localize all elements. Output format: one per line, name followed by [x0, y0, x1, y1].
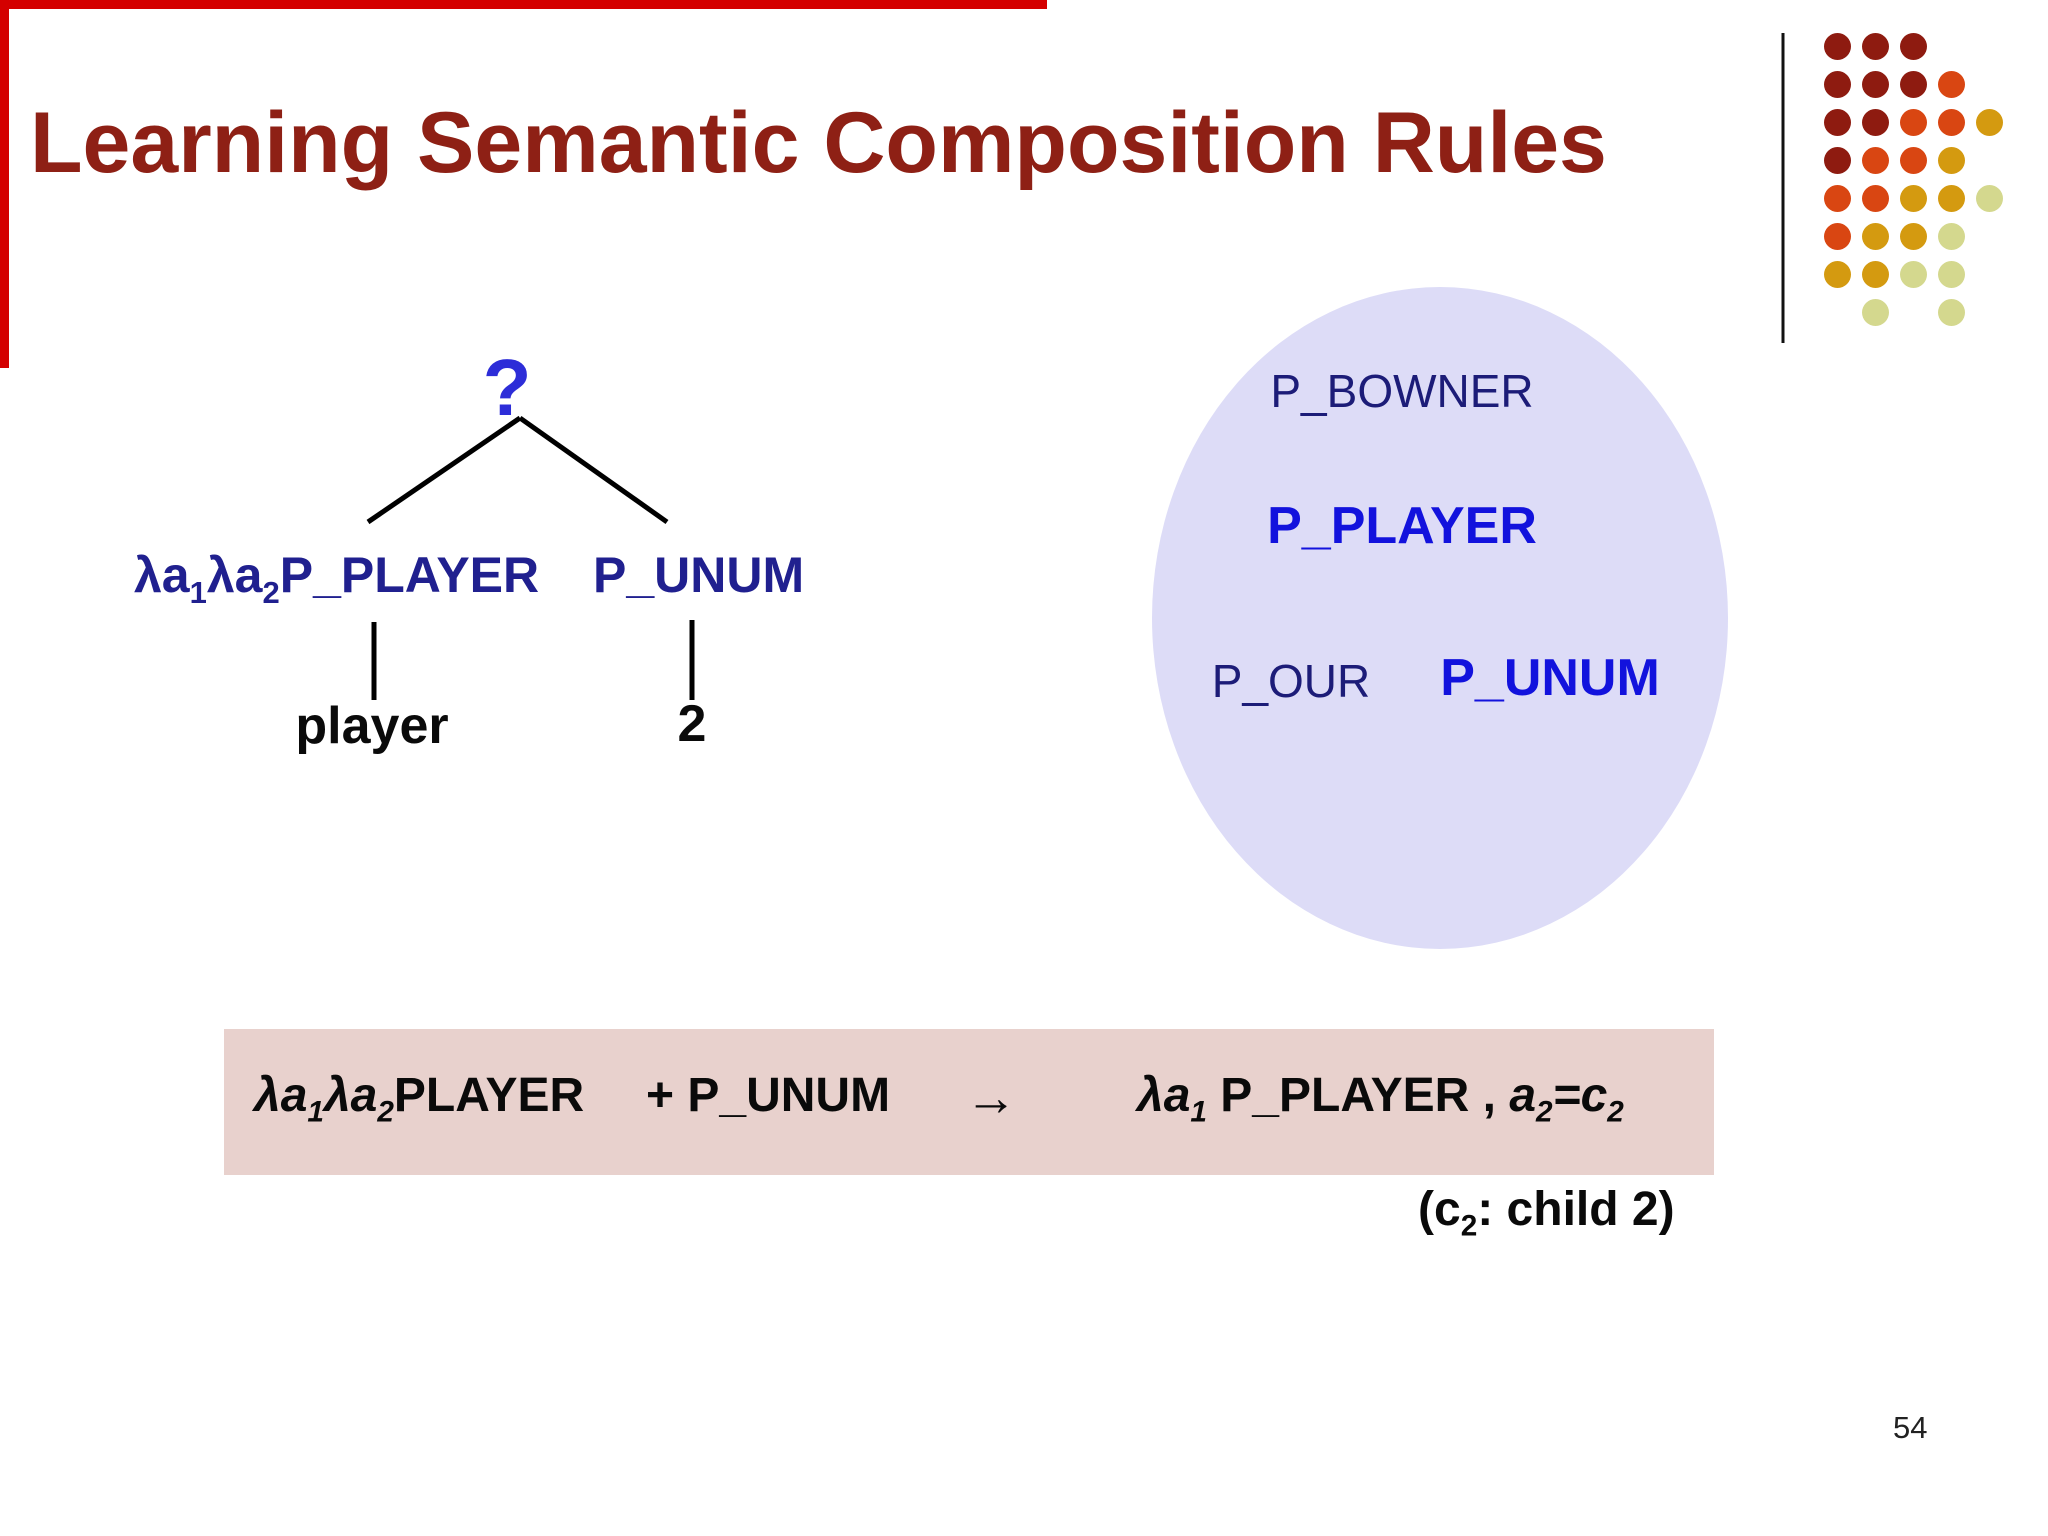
lambda-text: λa: [1137, 1069, 1191, 1122]
lambda-sub: 1: [307, 1095, 324, 1129]
decorative-dot: [1862, 33, 1889, 60]
rule-rhs: λa1 P_PLAYER , a2=c2: [1137, 1069, 1624, 1127]
right-tree-root-pbowner: P_BOWNER: [1270, 365, 1534, 417]
footnote-sub: 2: [1460, 1209, 1478, 1243]
decorative-dot: [1900, 147, 1927, 174]
child-sub: 2: [1607, 1095, 1624, 1129]
decorative-dot: [1900, 261, 1927, 288]
arrow-icon: →: [965, 1069, 1017, 1127]
page-title: Learning Semantic Composition Rules: [30, 95, 1607, 191]
decorative-dot: [1862, 71, 1889, 98]
decorative-dot: [1824, 147, 1851, 174]
page-number: 54: [1893, 1410, 1928, 1445]
plus-sign: +: [646, 1069, 675, 1122]
decorative-dot: [1976, 109, 2003, 136]
decorative-dot: [1938, 71, 1965, 98]
decorative-dot: [1824, 109, 1851, 136]
decorative-dot: [1862, 147, 1889, 174]
decorative-dot: [1862, 223, 1889, 250]
decorative-dot: [1824, 223, 1851, 250]
predicate-text: P_PLAYER: [1220, 1069, 1470, 1122]
decorative-dot: [1862, 261, 1889, 288]
footnote-text: : child 2): [1477, 1183, 1675, 1236]
lambda-sub: 2: [262, 575, 280, 610]
decorative-dot: [1900, 109, 1927, 136]
decorative-dot: [1938, 109, 1965, 136]
arg-text: a: [1509, 1069, 1537, 1122]
decorative-dot: [1862, 185, 1889, 212]
decorative-dot: [1824, 261, 1851, 288]
predicate-text: PLAYER: [393, 1069, 585, 1122]
leaf-player: player: [295, 697, 449, 755]
decorative-dot: [1938, 299, 1965, 326]
right-tree-pour: P_OUR: [1211, 655, 1371, 707]
left-accent-line: [0, 0, 9, 368]
decorative-dot: [1976, 185, 2003, 212]
lambda-sub: 2: [377, 1095, 394, 1129]
rule-box: [224, 1029, 1714, 1175]
left-tree-lambda-node: λa1λa2P_PLAYER: [134, 547, 540, 608]
decorative-dot: [1824, 71, 1851, 98]
left-tree-punum-node: P_UNUM: [593, 547, 805, 603]
highlight-ellipse: [1152, 287, 1728, 949]
decorative-dot: [1900, 223, 1927, 250]
child-text: c: [1580, 1069, 1608, 1122]
comma: ,: [1482, 1069, 1496, 1122]
rule-footnote: (c2: child 2): [1418, 1183, 1675, 1241]
lambda-sub: 1: [1190, 1095, 1207, 1129]
rule-operand2: + P_UNUM: [646, 1072, 890, 1120]
decorative-dot: [1824, 33, 1851, 60]
decorative-dot: [1824, 185, 1851, 212]
decorative-dot: [1862, 109, 1889, 136]
equals-sign: =: [1552, 1069, 1581, 1122]
leaf-two: 2: [677, 695, 707, 753]
decorative-dot: [1938, 261, 1965, 288]
decorative-dot: [1900, 71, 1927, 98]
decorative-dot: [1862, 299, 1889, 326]
top-accent-line: [0, 0, 1047, 9]
right-tree-pplayer: P_PLAYER: [1267, 497, 1537, 555]
lambda-text: λa: [254, 1069, 308, 1122]
unknown-root-node: ?: [482, 343, 532, 432]
predicate-text: P_UNUM: [687, 1069, 891, 1122]
predicate-text: P_PLAYER: [279, 547, 540, 603]
decorative-dot: [1938, 147, 1965, 174]
decorative-dot: [1900, 33, 1927, 60]
lambda-text: λa: [323, 1069, 378, 1122]
arg-sub: 2: [1536, 1095, 1553, 1129]
lambda-text: λa: [134, 547, 190, 603]
rule-lhs: λa1λa2PLAYER: [254, 1069, 585, 1127]
decorative-dot: [1938, 185, 1965, 212]
decorative-dot: [1938, 223, 1965, 250]
lambda-sub: 1: [189, 575, 207, 610]
footnote-text: (c: [1418, 1183, 1461, 1236]
decorative-dot: [1900, 185, 1927, 212]
lambda-text: λa: [206, 547, 263, 603]
right-tree-punum: P_UNUM: [1440, 649, 1660, 707]
